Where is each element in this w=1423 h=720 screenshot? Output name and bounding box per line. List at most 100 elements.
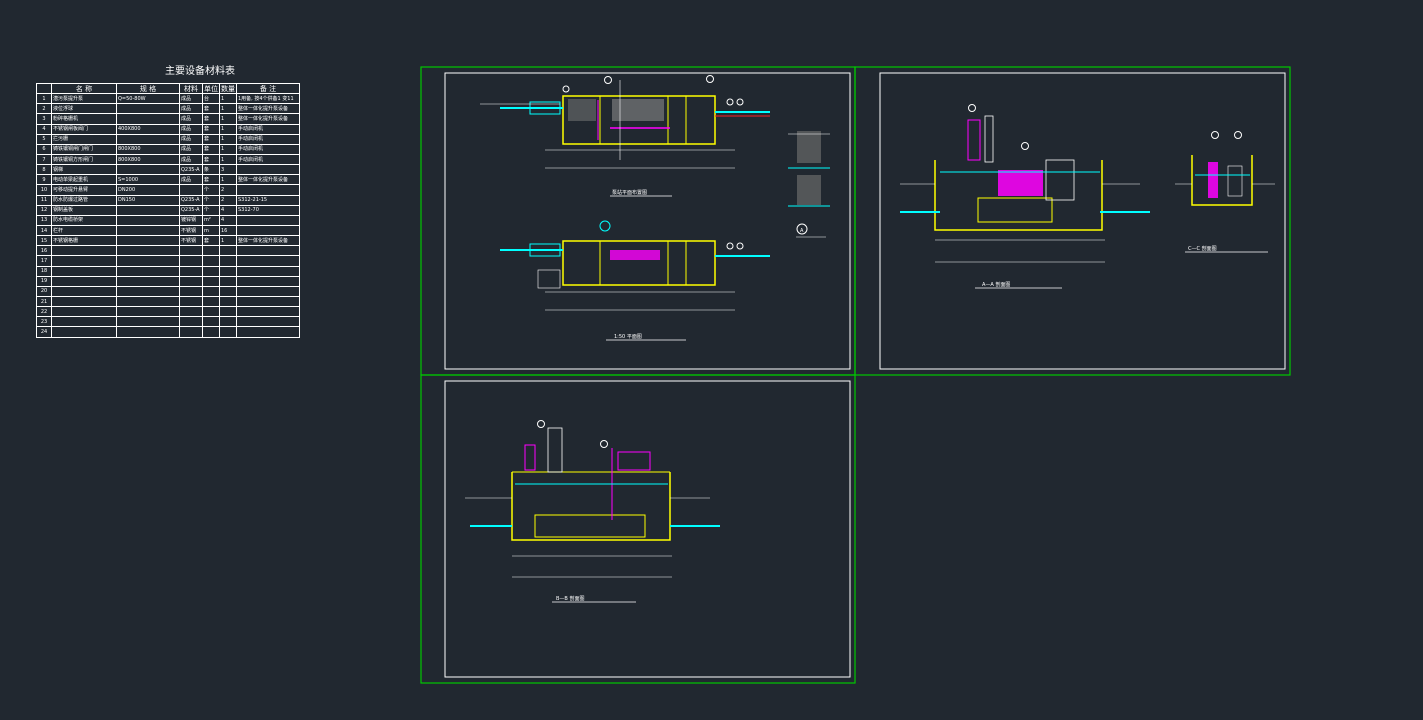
table-cell: 电动单梁起重机 bbox=[51, 174, 117, 186]
table-cell bbox=[219, 245, 237, 257]
table-row: 20 bbox=[36, 285, 300, 297]
table-header-unit: 单位 bbox=[202, 82, 220, 95]
table-cell bbox=[116, 224, 180, 237]
section-aa-view: A—A 剖面图 bbox=[900, 104, 1150, 289]
table-cell bbox=[236, 164, 300, 176]
table-cell bbox=[236, 285, 300, 297]
table-cell: 手动启闭机 bbox=[236, 123, 300, 135]
table-cell: 钢梯 bbox=[51, 164, 117, 176]
table-cell: 6 bbox=[36, 143, 52, 155]
table-cell bbox=[219, 316, 237, 328]
table-cell: 整体一体化提升泵设备 bbox=[236, 113, 300, 125]
table-cell bbox=[116, 113, 180, 125]
table-cell: 成品 bbox=[179, 174, 203, 186]
table-cell: 1 bbox=[219, 153, 237, 166]
table-cell: 整体一体化提升泵设备 bbox=[236, 103, 300, 115]
table-cell: 潜污泵提升泵 bbox=[51, 93, 117, 105]
table-cell: DN150 bbox=[116, 194, 180, 206]
inner-borders bbox=[444, 72, 1286, 678]
table-cell: Q235-A bbox=[179, 164, 203, 176]
table-cell: 4 bbox=[219, 214, 237, 226]
table-cell bbox=[179, 295, 203, 308]
table-cell: 拦污栅 bbox=[51, 133, 117, 145]
table-cell: 套 bbox=[202, 113, 220, 125]
table-cell bbox=[116, 275, 180, 287]
table-row: 23 bbox=[36, 316, 300, 328]
table-cell: 套 bbox=[202, 174, 220, 186]
sheet-frames bbox=[420, 66, 1291, 684]
table-cell bbox=[236, 255, 300, 267]
table-cell bbox=[179, 306, 203, 318]
section-aa-title: A—A 剖面图 bbox=[982, 281, 1010, 288]
table-cell bbox=[179, 316, 203, 328]
table-row: 19 bbox=[36, 275, 300, 287]
table-cell: Q235-A bbox=[179, 204, 203, 216]
table-cell bbox=[202, 316, 220, 328]
table-row: 21 bbox=[36, 295, 300, 308]
table-cell bbox=[116, 285, 180, 297]
plan-lower-title: 1:50 平面图 bbox=[614, 334, 642, 340]
table-cell bbox=[219, 295, 237, 308]
table-cell bbox=[179, 265, 203, 277]
table-cell bbox=[116, 103, 180, 115]
detail-a-title: A bbox=[800, 228, 804, 234]
table-cell bbox=[179, 326, 203, 338]
table-cell bbox=[51, 295, 117, 308]
table-cell bbox=[51, 275, 117, 287]
table-cell: 液位浮球 bbox=[51, 103, 117, 115]
table-cell: 1 bbox=[219, 235, 237, 247]
table-cell: 防水防爆过路管 bbox=[51, 194, 117, 206]
table-cell: DN200 bbox=[116, 184, 180, 196]
table-cell: 14 bbox=[36, 224, 52, 237]
table-cell bbox=[116, 265, 180, 277]
table-cell: 不锈钢闸板阀门 bbox=[51, 123, 117, 135]
section-bb-title: B—B 剖面图 bbox=[556, 595, 584, 602]
table-cell bbox=[236, 184, 300, 196]
table-header-name: 名 称 bbox=[51, 82, 117, 95]
table-cell bbox=[236, 245, 300, 257]
table-cell: 套 bbox=[202, 133, 220, 145]
table-row: 24 bbox=[36, 326, 300, 338]
table-cell bbox=[202, 255, 220, 267]
table-cell bbox=[236, 265, 300, 277]
table-cell: S312-21-15 bbox=[236, 194, 300, 206]
table-cell bbox=[51, 245, 117, 257]
table-cell: 手动启闭机 bbox=[236, 153, 300, 166]
table-cell: 成品 bbox=[179, 153, 203, 166]
table-cell: 成品 bbox=[179, 123, 203, 135]
table-cell: 11 bbox=[36, 194, 52, 206]
table-cell bbox=[219, 326, 237, 338]
table-cell bbox=[116, 316, 180, 328]
table-header-material: 材料 bbox=[179, 82, 203, 95]
table-cell: Q=50-80W bbox=[116, 93, 180, 105]
table-cell bbox=[116, 255, 180, 267]
table-cell: 1用备, 按4个供备1 变11 bbox=[236, 93, 300, 105]
table-row: 18 bbox=[36, 265, 300, 277]
table-cell: 3 bbox=[219, 164, 237, 176]
table-cell: 套 bbox=[202, 143, 220, 155]
table-cell: 条 bbox=[202, 164, 220, 176]
table-cell bbox=[116, 245, 180, 257]
table-cell bbox=[116, 326, 180, 338]
table-cell: 19 bbox=[36, 275, 52, 287]
table-cell bbox=[51, 285, 117, 297]
table-cell: 个 bbox=[202, 184, 220, 196]
table-cell: 5 bbox=[36, 133, 52, 145]
table-cell: 栏杆 bbox=[51, 224, 117, 237]
table-cell: 成品 bbox=[179, 93, 203, 105]
section-cc-view: C—C 剖面图 bbox=[1175, 131, 1275, 253]
table-cell: 套 bbox=[202, 123, 220, 135]
table-cell bbox=[51, 265, 117, 277]
table-cell: 镀锌钢 bbox=[179, 214, 203, 226]
table-header-spec: 规 格 bbox=[116, 82, 180, 95]
table-cell: 成品 bbox=[179, 133, 203, 145]
table-cell: 手动启闭机 bbox=[236, 143, 300, 155]
